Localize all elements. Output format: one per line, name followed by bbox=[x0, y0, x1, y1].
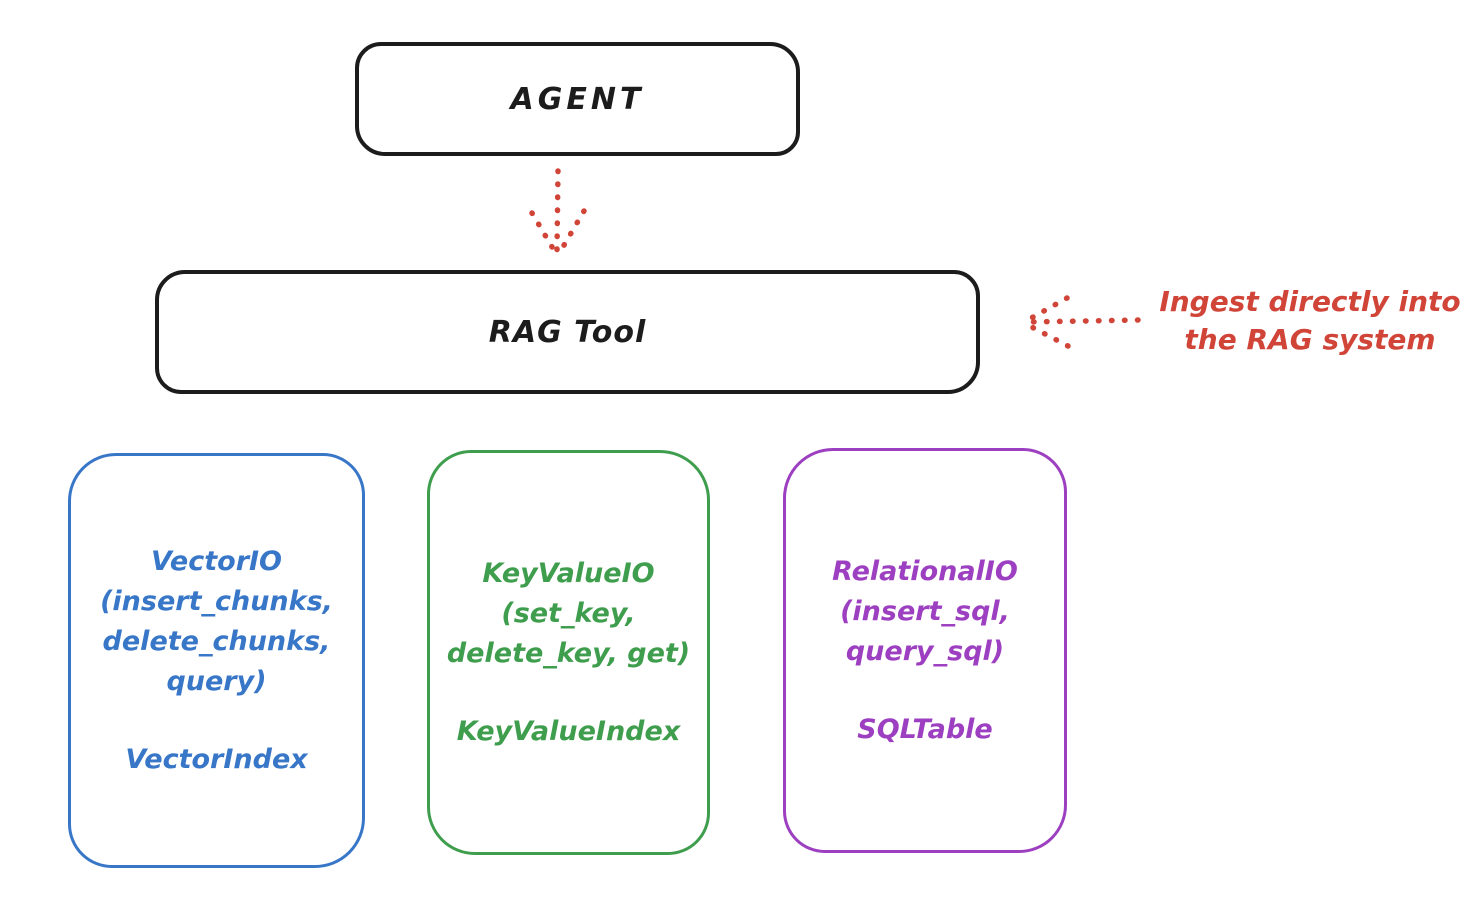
keyvalue-io-node: KeyValueIO (set_key, delete_key, get) Ke… bbox=[427, 450, 710, 855]
vector-io-methods-line: query) bbox=[166, 665, 267, 697]
vector-io-methods-line: (insert_chunks, bbox=[100, 585, 333, 617]
ingest-into-rag-arrow bbox=[1023, 295, 1141, 349]
rag-tool-node: RAG Tool bbox=[155, 270, 980, 394]
ingest-annotation-line2: the RAG system bbox=[1184, 323, 1436, 356]
relational-io-methods-line: (insert_sql, bbox=[840, 595, 1010, 627]
vector-io-methods-line: delete_chunks, bbox=[102, 625, 331, 657]
relational-io-title-line: RelationalIO bbox=[832, 555, 1018, 587]
rag-tool-label: RAG Tool bbox=[488, 314, 647, 350]
relational-io-node: RelationalIO (insert_sql, query_sql) SQL… bbox=[783, 448, 1067, 853]
agent-to-ragtool-arrow bbox=[529, 168, 587, 255]
ingest-annotation: Ingest directly into the RAG system bbox=[1145, 283, 1475, 359]
keyvalue-io-methods-line: delete_key, get) bbox=[446, 637, 691, 669]
vector-index-label: VectorIndex bbox=[125, 743, 308, 775]
keyvalue-io-title-line: KeyValueIO bbox=[482, 557, 655, 589]
keyvalue-index-label: KeyValueIndex bbox=[456, 715, 681, 747]
keyvalue-io-methods-line: (set_key, bbox=[501, 597, 636, 629]
vector-io-node: VectorIO (insert_chunks, delete_chunks, … bbox=[68, 453, 365, 868]
agent-node: AGENT bbox=[355, 42, 800, 156]
vector-io-title-line: VectorIO bbox=[150, 545, 283, 577]
sql-table-label: SQLTable bbox=[857, 713, 993, 745]
agent-label: AGENT bbox=[510, 81, 645, 117]
relational-io-methods-line: query_sql) bbox=[845, 635, 1005, 667]
ingest-annotation-line1: Ingest directly into bbox=[1159, 285, 1461, 318]
